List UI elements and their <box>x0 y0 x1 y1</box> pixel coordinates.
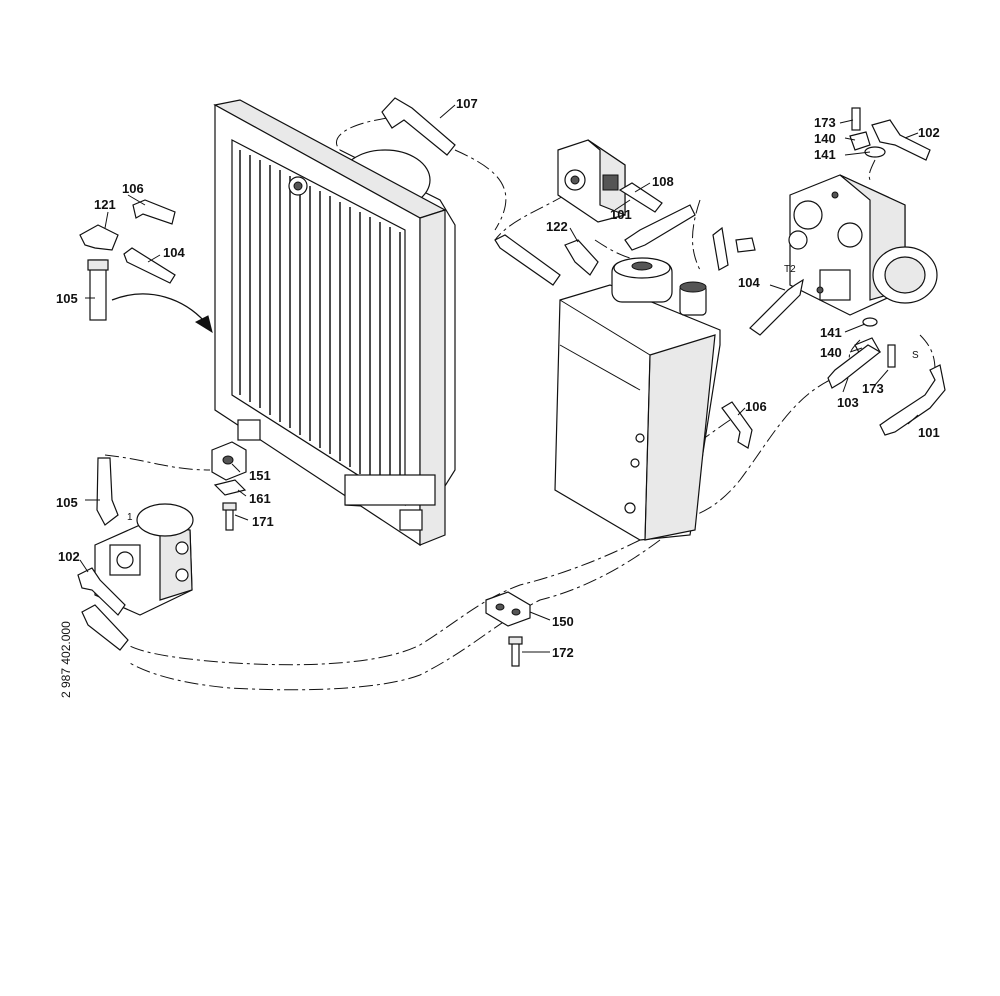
hydraulic-motor <box>94 503 194 616</box>
drawing-reference-number: 2 987 402.000 <box>59 621 73 698</box>
hose-routing-lines <box>104 117 936 691</box>
port-mark-t2: T2 <box>784 264 796 275</box>
label-106-mid: 106 <box>745 399 767 414</box>
label-105-top: 105 <box>56 291 78 306</box>
label-108: 108 <box>652 174 674 189</box>
hydraulic-tank <box>554 257 721 541</box>
label-105-bottom: 105 <box>56 495 78 510</box>
label-101-mid: 101 <box>610 207 632 222</box>
gear-pump <box>557 139 626 223</box>
direction-arrow <box>111 293 213 334</box>
label-106-left: 106 <box>122 181 144 196</box>
label-104-left: 104 <box>163 245 185 260</box>
label-121: 121 <box>94 197 116 212</box>
label-140-top: 140 <box>814 131 836 146</box>
label-102-right: 102 <box>918 125 940 140</box>
port-mark-1: 1 <box>127 512 133 523</box>
port-marks: T2 S 1 <box>127 264 919 523</box>
label-141-top: 141 <box>814 147 836 162</box>
label-173-top: 173 <box>814 115 836 130</box>
port-mark-s: S <box>912 350 919 361</box>
hoses-and-fittings <box>77 97 946 667</box>
oil-cooler-radiator <box>213 99 456 547</box>
label-104-right: 104 <box>738 275 760 290</box>
label-161: 161 <box>249 491 271 506</box>
label-102-left: 102 <box>58 549 80 564</box>
label-101-right: 101 <box>918 425 940 440</box>
label-151: 151 <box>249 468 271 483</box>
variable-displacement-pump <box>788 174 938 316</box>
label-172: 172 <box>552 645 574 660</box>
label-141-bottom: 141 <box>820 325 842 340</box>
cooler-fins <box>239 150 401 500</box>
part-number-labels: 107 106 121 104 105 108 101 122 173 140 … <box>56 96 940 660</box>
label-103: 103 <box>837 395 859 410</box>
label-122: 122 <box>546 219 568 234</box>
label-171: 171 <box>252 514 274 529</box>
label-173-bottom: 173 <box>862 381 884 396</box>
label-140-bottom: 140 <box>820 345 842 360</box>
label-150: 150 <box>552 614 574 629</box>
label-107: 107 <box>456 96 478 111</box>
leader-lines <box>79 104 919 653</box>
